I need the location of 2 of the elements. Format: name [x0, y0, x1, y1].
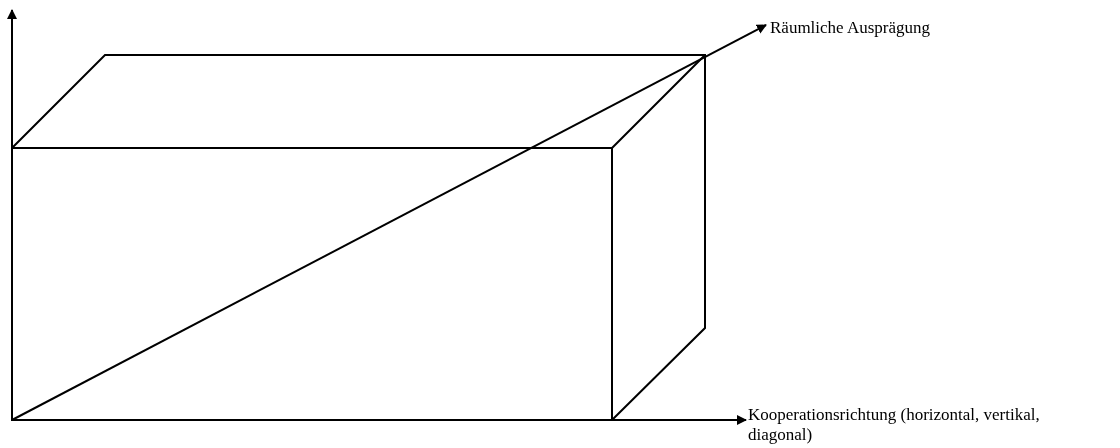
- axis-label: Räumliche Ausprägung: [770, 18, 931, 38]
- axis-label: Kooperationsrichtung (horizontal, vertikal, diagonal): [748, 405, 1041, 445]
